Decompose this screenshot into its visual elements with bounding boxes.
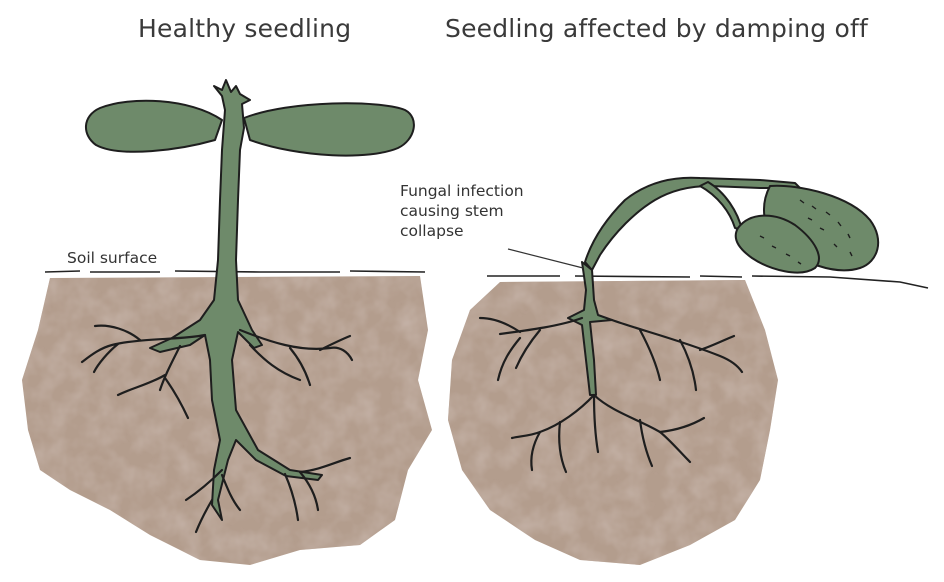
affected-soil [448,280,778,565]
fungal-pointer-line [508,249,583,268]
fungal-infection-label: Fungal infection causing stem collapse [400,181,524,241]
fungal-label-line-2: causing stem [400,201,524,221]
healthy-left-leaf [86,101,222,152]
fungal-label-line-3: collapse [400,221,524,241]
healthy-right-leaf [244,103,414,155]
fungal-label-line-1: Fungal infection [400,181,524,201]
healthy-seedling-title: Healthy seedling [138,14,351,43]
soil-surface-label: Soil surface [67,248,157,268]
affected-seedling-title: Seedling affected by damping off [445,14,868,43]
